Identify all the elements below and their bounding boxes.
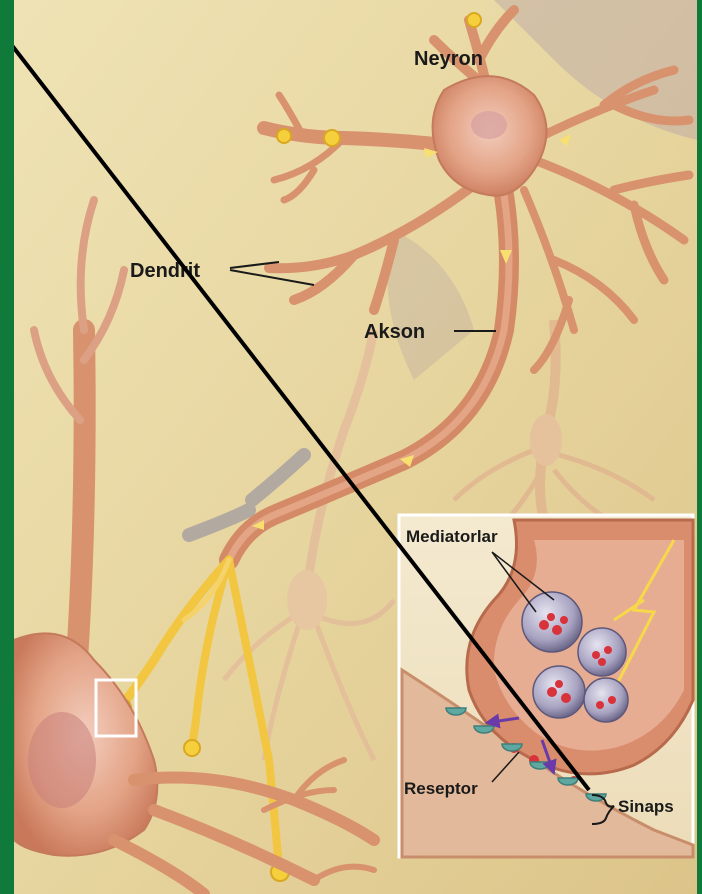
mediators-label: Mediatorlar xyxy=(406,527,498,546)
main-neuron-nucleus xyxy=(471,111,507,139)
dendrite-label: Dendrit xyxy=(130,260,200,282)
synapse-label: Sinaps xyxy=(618,797,674,816)
receptor-label: Reseptor xyxy=(404,779,478,798)
neuron-illustration: Neyron Dendrit Akson Mediatorlar Resepto… xyxy=(14,0,697,894)
axon-label: Akson xyxy=(364,321,425,343)
neuron-label: Neyron xyxy=(414,48,483,70)
illustration-svg: Neyron Dendrit Akson Mediatorlar Resepto… xyxy=(14,0,697,894)
